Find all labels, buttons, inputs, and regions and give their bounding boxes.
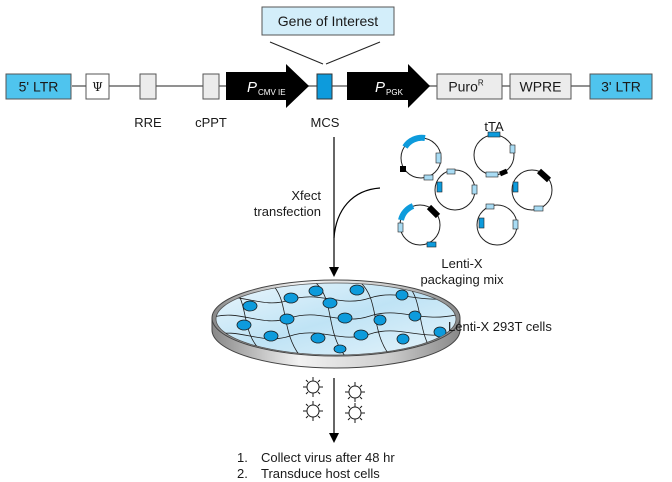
step-1-number: 1. (237, 450, 248, 465)
element-psi: Ψ (85, 73, 110, 100)
packaging-label-line1: Lenti-X (441, 256, 483, 271)
element-mcs (316, 73, 333, 100)
rre-label: RRE (134, 115, 162, 130)
virus-particles (303, 377, 365, 423)
step-1-text: Collect virus after 48 hr (261, 450, 395, 465)
promoter-pgk-arrow: PPGK (347, 64, 430, 108)
promoter-cmv-label: PCMV IE (247, 79, 286, 97)
tta-label: tTA (484, 119, 504, 134)
step-2-number: 2. (237, 466, 248, 481)
element-3-ltr: 3' LTR (589, 73, 653, 100)
virus-particle (303, 401, 323, 421)
gene-of-interest: Gene of Interest (261, 6, 395, 65)
petri-dish (211, 279, 461, 369)
steps-list: 1. Collect virus after 48 hr 2. Transduc… (237, 450, 395, 481)
insertion-line-right (325, 41, 381, 65)
virus-particle (345, 403, 365, 423)
promoter-pgk-label: PPGK (375, 79, 404, 97)
element-wpre: WPRE (509, 73, 572, 100)
virus-particle (303, 377, 323, 397)
virus-particle (345, 382, 365, 402)
plasmid (434, 168, 478, 211)
element-5-ltr: 5' LTR (5, 73, 72, 100)
psi-label: Ψ (92, 80, 103, 94)
merge-curve (333, 187, 381, 239)
plasmid (397, 203, 441, 248)
packaging-label-line2: packaging mix (420, 272, 504, 287)
xfect-label-line2: transfection (254, 204, 321, 219)
puro-label: PuroR (448, 79, 484, 95)
step-2-text: Transduce host cells (261, 466, 380, 481)
plasmid (473, 131, 516, 178)
plasmid (511, 168, 553, 212)
element-cppt (202, 73, 220, 100)
3-ltr-label: 3' LTR (601, 79, 641, 95)
cells-label: Lenti-X 293T cells (448, 319, 552, 334)
xfect-label-line1: Xfect (291, 188, 321, 203)
cppt-label: cPPT (195, 115, 227, 130)
element-puro-r: PuroR (436, 73, 503, 100)
mcs-label: MCS (311, 115, 340, 130)
packaging-plasmids (397, 131, 553, 248)
gene-of-interest-label: Gene of Interest (278, 13, 379, 29)
plasmid (400, 134, 442, 181)
insertion-line-left (269, 41, 324, 65)
wpre-label: WPRE (520, 79, 562, 95)
promoter-cmv-ie-arrow: PCMV IE (226, 64, 309, 108)
cell-nuclei (236, 284, 447, 354)
element-rre (139, 73, 157, 100)
plasmid (476, 203, 519, 246)
cell-layer (216, 283, 456, 355)
5-ltr-label: 5' LTR (19, 79, 59, 95)
